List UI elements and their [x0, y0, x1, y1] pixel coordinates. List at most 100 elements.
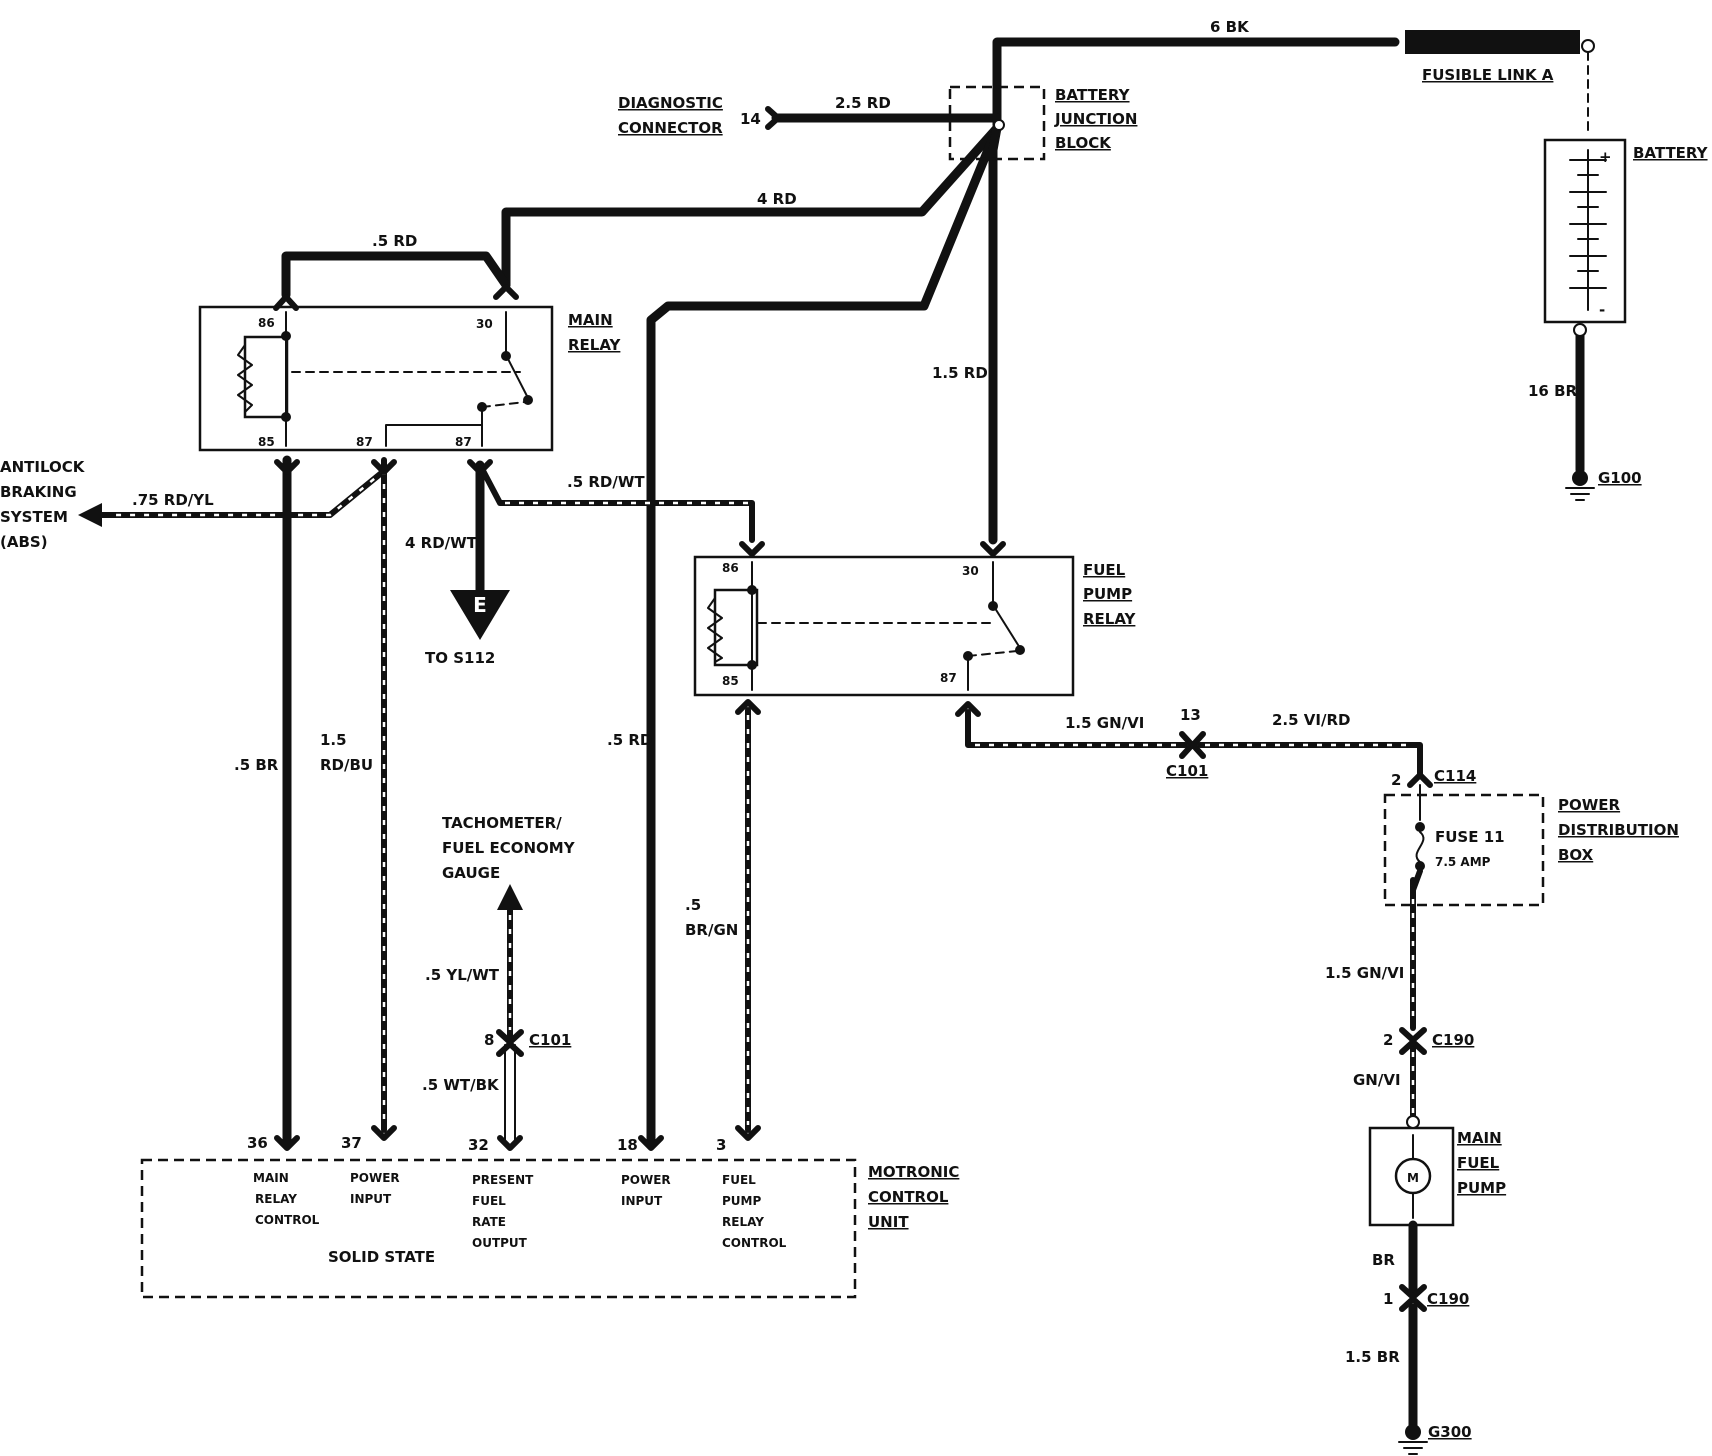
ecu-pin-3-num: 3 [716, 1136, 726, 1154]
fusible-link-label: FUSIBLE LINK A [1422, 66, 1554, 84]
diagnostic-connector-label-2: CONNECTOR [618, 119, 723, 137]
c101-tach-connector [496, 1029, 524, 1057]
ecu-pin-36-label-2: RELAY [255, 1192, 297, 1206]
battery-symbol [1543, 138, 1627, 337]
ecu-pin-37-num: 37 [341, 1134, 362, 1152]
fuel-pump-relay-label-1: FUEL [1083, 561, 1126, 579]
fp-relay-pin-85: 85 [722, 674, 739, 688]
wire-6bk [992, 37, 1400, 130]
main-relay-pin-87b: 87 [455, 435, 472, 449]
fp-relay-pin-30: 30 [962, 564, 979, 578]
pdb-label-2: DISTRIBUTION [1558, 821, 1679, 839]
abs-arrow [78, 503, 102, 527]
c101-pin-label: 13 [1180, 706, 1201, 724]
wire-label-16br: 16 BR [1528, 382, 1578, 400]
abs-label-4: (ABS) [0, 533, 48, 551]
ecu-pin-37-label-2: INPUT [350, 1192, 392, 1206]
wire-label-75rdyl: .75 RD/YL [132, 491, 214, 509]
main-relay-pin-85: 85 [258, 435, 275, 449]
ecu-pin-32-label-2: FUEL [472, 1194, 506, 1208]
g100-label: G100 [1598, 469, 1642, 487]
battery-junction-label-2: JUNCTION [1054, 110, 1137, 128]
main-relay-label-2: RELAY [568, 336, 622, 354]
fuse-symbol [1410, 784, 1425, 893]
battery-plus: + [1599, 148, 1612, 166]
wire-label-5rd-top: .5 RD [372, 232, 417, 250]
connector-e-label: E [473, 593, 487, 617]
tachometer-label-2: FUEL ECONOMY [442, 839, 576, 857]
fp-relay-pin-87: 87 [940, 671, 957, 685]
battery-junction-label-3: BLOCK [1055, 134, 1112, 152]
ecu-pin-18-label-1: POWER [621, 1173, 671, 1187]
g300-label: G300 [1428, 1423, 1472, 1441]
ecu-pin-3-label-4: CONTROL [722, 1236, 787, 1250]
wire-5rd-power [646, 123, 1002, 1145]
diag-pin-label: 14 [740, 110, 761, 128]
abs-label-2: BRAKING [0, 483, 77, 501]
c190b-label: C190 [1427, 1290, 1469, 1308]
battery-minus: - [1599, 301, 1605, 319]
main-relay-pin-30: 30 [476, 317, 493, 331]
main-fuel-pump-label-1: MAIN [1457, 1129, 1502, 1147]
wire-label-2-5vird: 2.5 VI/RD [1272, 711, 1350, 729]
diagnostic-connector-label-1: DIAGNOSTIC [618, 94, 723, 112]
wire-5rd-top [281, 251, 511, 300]
wire-5wtbk [504, 1044, 516, 1141]
battery-junction-block [948, 85, 1046, 161]
ground-g300-symbol [1398, 1424, 1428, 1455]
wire-label-4rdwt: 4 RD/WT [405, 534, 478, 552]
ecu-pin-32-label-1: PRESENT [472, 1173, 534, 1187]
abs-label-3: SYSTEM [0, 508, 68, 526]
c190a-label: C190 [1432, 1031, 1474, 1049]
ecu-pin-18-label-2: INPUT [621, 1194, 663, 1208]
wire-label-gnvi: GN/VI [1353, 1071, 1401, 1089]
battery-junction-label-1: BATTERY [1055, 86, 1131, 104]
c101-connector [1179, 731, 1206, 759]
ground-g100-symbol [1565, 470, 1595, 501]
fuse-rating-label: 7.5 AMP [1435, 855, 1491, 869]
wire-label-5br: .5 BR [234, 756, 279, 774]
pump-top-terminal [1406, 1115, 1420, 1129]
ecu-pin-36-num: 36 [247, 1134, 268, 1152]
to-s112-label: TO S112 [425, 649, 495, 667]
c190b-pin-label: 1 [1383, 1290, 1393, 1308]
tach-arrow [497, 884, 523, 910]
c190a-pin-label: 2 [1383, 1031, 1393, 1049]
c101b-label: C101 [529, 1031, 571, 1049]
wire-label-1-5rdbu-2: RD/BU [320, 756, 373, 774]
tachometer-label-1: TACHOMETER/ [442, 814, 562, 832]
wire-label-1-5gnvi-a: 1.5 GN/VI [1065, 714, 1144, 732]
connector-chevrons [273, 284, 1433, 1151]
main-relay-label-1: MAIN [568, 311, 613, 329]
ecu-pin-32-label-3: RATE [472, 1215, 506, 1229]
ecu-pin-3-label-2: PUMP [722, 1194, 761, 1208]
diagnostic-connector-terminal [765, 106, 781, 130]
wire-1-5rd [988, 123, 1002, 545]
fuel-pump-relay-label-2: PUMP [1083, 585, 1132, 603]
connector-e-triangle [450, 590, 510, 640]
wire-5rdwt [477, 462, 755, 543]
main-relay-internals [237, 311, 533, 447]
pump-motor-label: M [1407, 1171, 1419, 1185]
motronic-label-2: CONTROL [868, 1188, 949, 1206]
ecu-pin-32-label-4: OUTPUT [472, 1236, 528, 1250]
wire-label-5brgn-2: BR/GN [685, 921, 738, 939]
wire-2-5vird [1197, 742, 1423, 778]
abs-label-1: ANTILOCK [0, 458, 86, 476]
motronic-label-1: MOTRONIC [868, 1163, 959, 1181]
c101-label: C101 [1166, 762, 1208, 780]
junction-terminal [993, 119, 1005, 131]
wire-label-br: BR [1372, 1251, 1395, 1269]
main-fuel-pump-label-2: FUEL [1457, 1154, 1500, 1172]
wire-4rd [501, 123, 1002, 290]
main-relay-pin-87a: 87 [356, 435, 373, 449]
ecu-pin-37-label-1: POWER [350, 1171, 400, 1185]
ecu-pin-36-label-1: MAIN [253, 1171, 289, 1185]
motronic-label-3: UNIT [868, 1213, 909, 1231]
ecu-pin-18-num: 18 [617, 1136, 638, 1154]
wire-label-1-5rdbu-1: 1.5 [320, 731, 347, 749]
fuel-pump-relay-box [693, 555, 1075, 697]
fuel-pump-relay-internals [707, 561, 1025, 691]
pdb-label-3: BOX [1558, 846, 1594, 864]
